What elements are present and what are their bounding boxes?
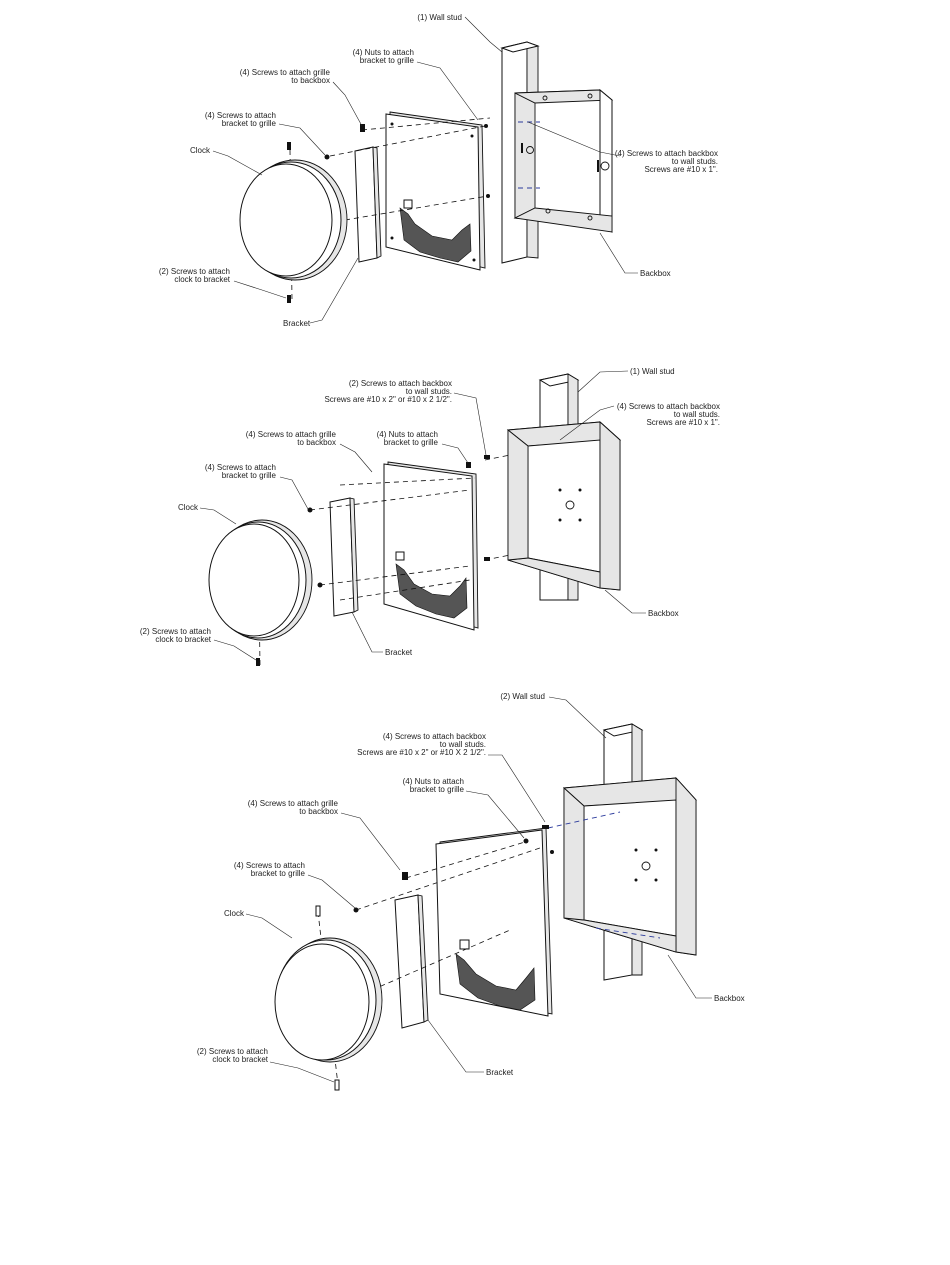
leader-line [488, 754, 546, 823]
leader-line [332, 81, 363, 127]
leader-line [233, 280, 287, 299]
leader-line [278, 123, 326, 156]
callout-bracket: Bracket [385, 648, 413, 657]
leader-line [199, 507, 237, 525]
leader-line [340, 812, 401, 871]
leader-line [212, 150, 263, 176]
clock-1 [239, 159, 348, 281]
callout-bracket: Bracket [283, 319, 311, 328]
callout-clock: Clock [178, 503, 199, 512]
diagram-1 [239, 41, 614, 303]
leader-line [599, 232, 638, 274]
leader-line [309, 257, 359, 324]
leader-line [604, 589, 646, 614]
leader-line [269, 1061, 335, 1083]
leader-line [279, 476, 309, 510]
callout-wall-stud: (1) Wall stud [417, 13, 462, 22]
leader-line [339, 443, 373, 473]
backbox-2 [506, 420, 622, 591]
leader-line [441, 443, 469, 464]
grille-3 [435, 827, 553, 1017]
leader-line [416, 61, 479, 121]
clock-2 [208, 519, 313, 641]
bracket-2 [329, 497, 359, 617]
leader-line [453, 392, 487, 456]
callout-clock: Clock [190, 146, 211, 155]
leader-line [245, 913, 293, 939]
bracket-3 [394, 894, 429, 1029]
callout-backbox: Backbox [648, 609, 679, 618]
leader-line [527, 121, 621, 157]
diagram-2 [208, 373, 622, 666]
callout-bracket: Bracket [486, 1068, 514, 1077]
leader-line [351, 611, 383, 653]
leader-line [427, 1019, 484, 1073]
grille-2 [383, 461, 479, 631]
backbox-3 [562, 776, 697, 956]
backbox-1 [513, 88, 614, 233]
leader-line [307, 874, 356, 909]
leader-line [213, 639, 257, 661]
leader-line [559, 405, 615, 441]
leader-line [577, 370, 629, 393]
leader-line [667, 954, 712, 999]
callout-backbox: Backbox [714, 994, 745, 1003]
clock-3 [274, 937, 383, 1063]
callout-clock: Clock [224, 909, 245, 918]
leader-line [548, 696, 607, 739]
callout-wall-stud: (2) Wall stud [500, 692, 545, 701]
callout-backbox: Backbox [640, 269, 671, 278]
leader-line [465, 790, 525, 839]
grille-1 [385, 111, 486, 271]
leader-line [464, 16, 503, 53]
bracket-1 [354, 146, 382, 263]
callout-wall-stud: (1) Wall stud [630, 367, 675, 376]
diagram-3 [274, 723, 697, 1091]
